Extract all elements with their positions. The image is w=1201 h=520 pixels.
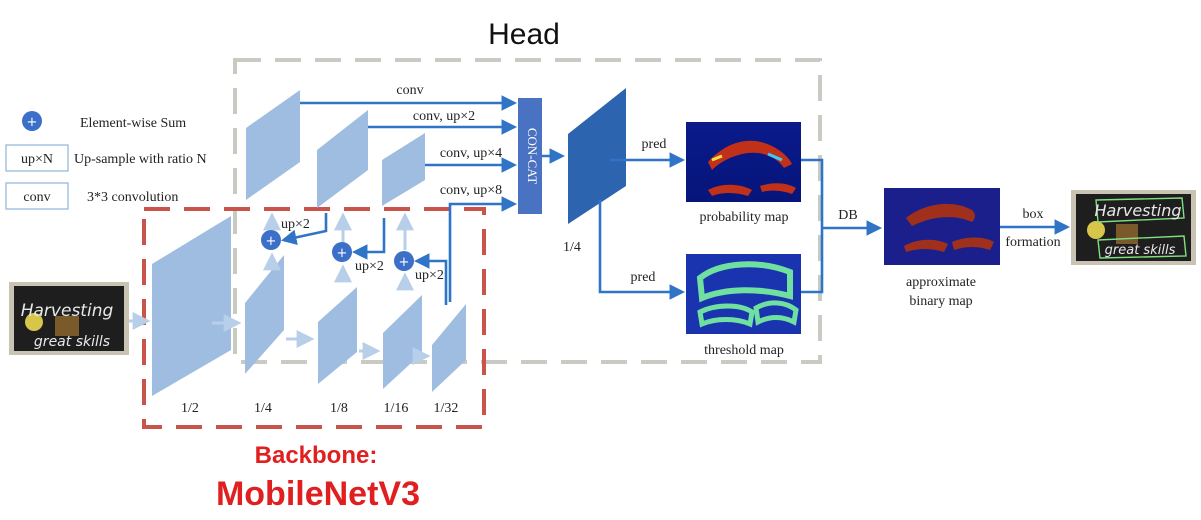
output-text-2: great skills	[1105, 243, 1176, 258]
pred-label-prob: pred	[642, 137, 667, 152]
prob-highlight-1	[711, 154, 723, 162]
scale-1-32: 1/32	[434, 401, 459, 416]
db-line-bottom	[801, 228, 824, 294]
threshold-map-image	[686, 254, 801, 334]
prob-region-1	[708, 140, 792, 170]
scale-1-4: 1/4	[254, 401, 272, 416]
backbone-title: Backbone:	[255, 442, 378, 469]
box-formation-label-1: box	[1023, 207, 1044, 222]
legend: + Element-wise Sum up×N Up-sample with r…	[5, 111, 207, 210]
legend-conv-label: 3*3 convolution	[87, 190, 178, 205]
prob-highlight-2	[767, 152, 783, 162]
backbone-layers	[152, 216, 466, 396]
backbone-layer-1-2	[152, 216, 231, 396]
box-formation-label-2: formation	[1005, 235, 1060, 250]
fpn-layer-1	[246, 90, 300, 200]
fpn-up-label-3: up×2	[415, 268, 444, 283]
output-object	[1116, 224, 1138, 244]
fpn-layer-2	[317, 110, 368, 208]
approx-region-3	[952, 237, 994, 250]
backbone-layer-1-16	[383, 295, 422, 389]
upsample-paths	[280, 213, 448, 305]
fpn-up-label-2: up×2	[355, 259, 384, 274]
approx-region-1	[906, 203, 975, 226]
backbone-layer-1-4	[245, 255, 284, 374]
output-flower	[1087, 221, 1105, 239]
sum-node-3	[394, 251, 414, 271]
pred-arrows	[598, 152, 686, 300]
concat-label-up2: conv, up×2	[413, 109, 475, 124]
legend-conv-box	[5, 182, 69, 210]
concat-label-conv: conv	[396, 83, 423, 98]
output-text-1: Harvesting	[1094, 201, 1181, 220]
probability-map-image	[686, 122, 801, 202]
legend-sum-label: Element-wise Sum	[80, 116, 186, 131]
backbone-layer-1-8	[318, 287, 357, 384]
legend-upsample-box	[5, 144, 69, 172]
db-label: DB	[838, 208, 857, 223]
input-image: Harvesting great skills	[9, 282, 129, 355]
approx-region-2	[904, 239, 948, 252]
backbone-name: MobileNetV3	[216, 475, 420, 513]
upsample-path-1	[280, 213, 328, 246]
pred-arrow-thresh	[598, 200, 686, 300]
backbone-layer-1-32	[432, 304, 466, 392]
input-text-2: great skills	[34, 334, 110, 350]
plus-icon: +	[27, 115, 38, 130]
db-line-top	[801, 158, 824, 228]
scale-1-16: 1/16	[384, 401, 409, 416]
output-box-1	[1095, 197, 1185, 223]
input-flower	[25, 313, 43, 331]
input-text-1: Harvesting	[21, 301, 114, 321]
fpn-up-arrows	[263, 212, 414, 291]
legend-upsample-label: Up-sample with ratio N	[74, 152, 207, 167]
probability-map-label: probability map	[699, 210, 788, 225]
sum-nodes: + + +	[261, 230, 414, 271]
concat-input-arrows	[300, 95, 518, 302]
concat-block	[518, 98, 542, 214]
input-object	[55, 316, 79, 336]
approx-map-label-1: approximate	[906, 275, 976, 290]
concat-arrow-up8	[448, 196, 518, 302]
prob-region-3	[760, 183, 796, 194]
head-title: Head	[488, 18, 560, 51]
approx-map-bg	[884, 188, 1000, 265]
sum-node-2-icon: +	[337, 246, 348, 261]
concat-label-up8: conv, up×8	[440, 183, 502, 198]
output-box-2	[1097, 235, 1187, 259]
fpn-layers	[246, 90, 425, 208]
legend-conv-symbol: conv	[23, 190, 50, 205]
legend-upsample-symbol: up×N	[21, 152, 53, 167]
pred-label-thresh: pred	[631, 270, 656, 285]
backbone-flow	[212, 314, 431, 365]
threshold-ring-1	[696, 261, 793, 303]
scale-1-2: 1/2	[181, 401, 199, 416]
sum-node-3-icon: +	[399, 255, 410, 270]
sum-node-1	[261, 230, 281, 250]
threshold-ring-3	[753, 300, 799, 326]
feature-scale: 1/4	[563, 240, 581, 255]
threshold-map-label: threshold map	[704, 343, 784, 358]
approx-map-image	[884, 188, 1000, 265]
fpn-up-label-1: up×2	[281, 217, 310, 232]
db-arrows	[801, 158, 883, 294]
scale-1-8: 1/8	[330, 401, 348, 416]
threshold-ring-2	[697, 303, 755, 328]
concat-label: CON-CAT	[525, 128, 540, 184]
output-image: Harvesting great skills	[1071, 190, 1196, 265]
sum-node-1-icon: +	[266, 234, 277, 249]
upsample-path-3	[413, 253, 448, 305]
upsample-path-2	[351, 218, 386, 260]
sum-node-2	[332, 242, 352, 262]
approx-map-label-2: binary map	[909, 294, 972, 309]
feature-map	[568, 88, 626, 224]
sum-icon	[22, 111, 42, 131]
prob-region-2	[708, 184, 752, 196]
fpn-layer-3	[382, 133, 425, 206]
concat-label-up4: conv, up×4	[440, 146, 502, 161]
